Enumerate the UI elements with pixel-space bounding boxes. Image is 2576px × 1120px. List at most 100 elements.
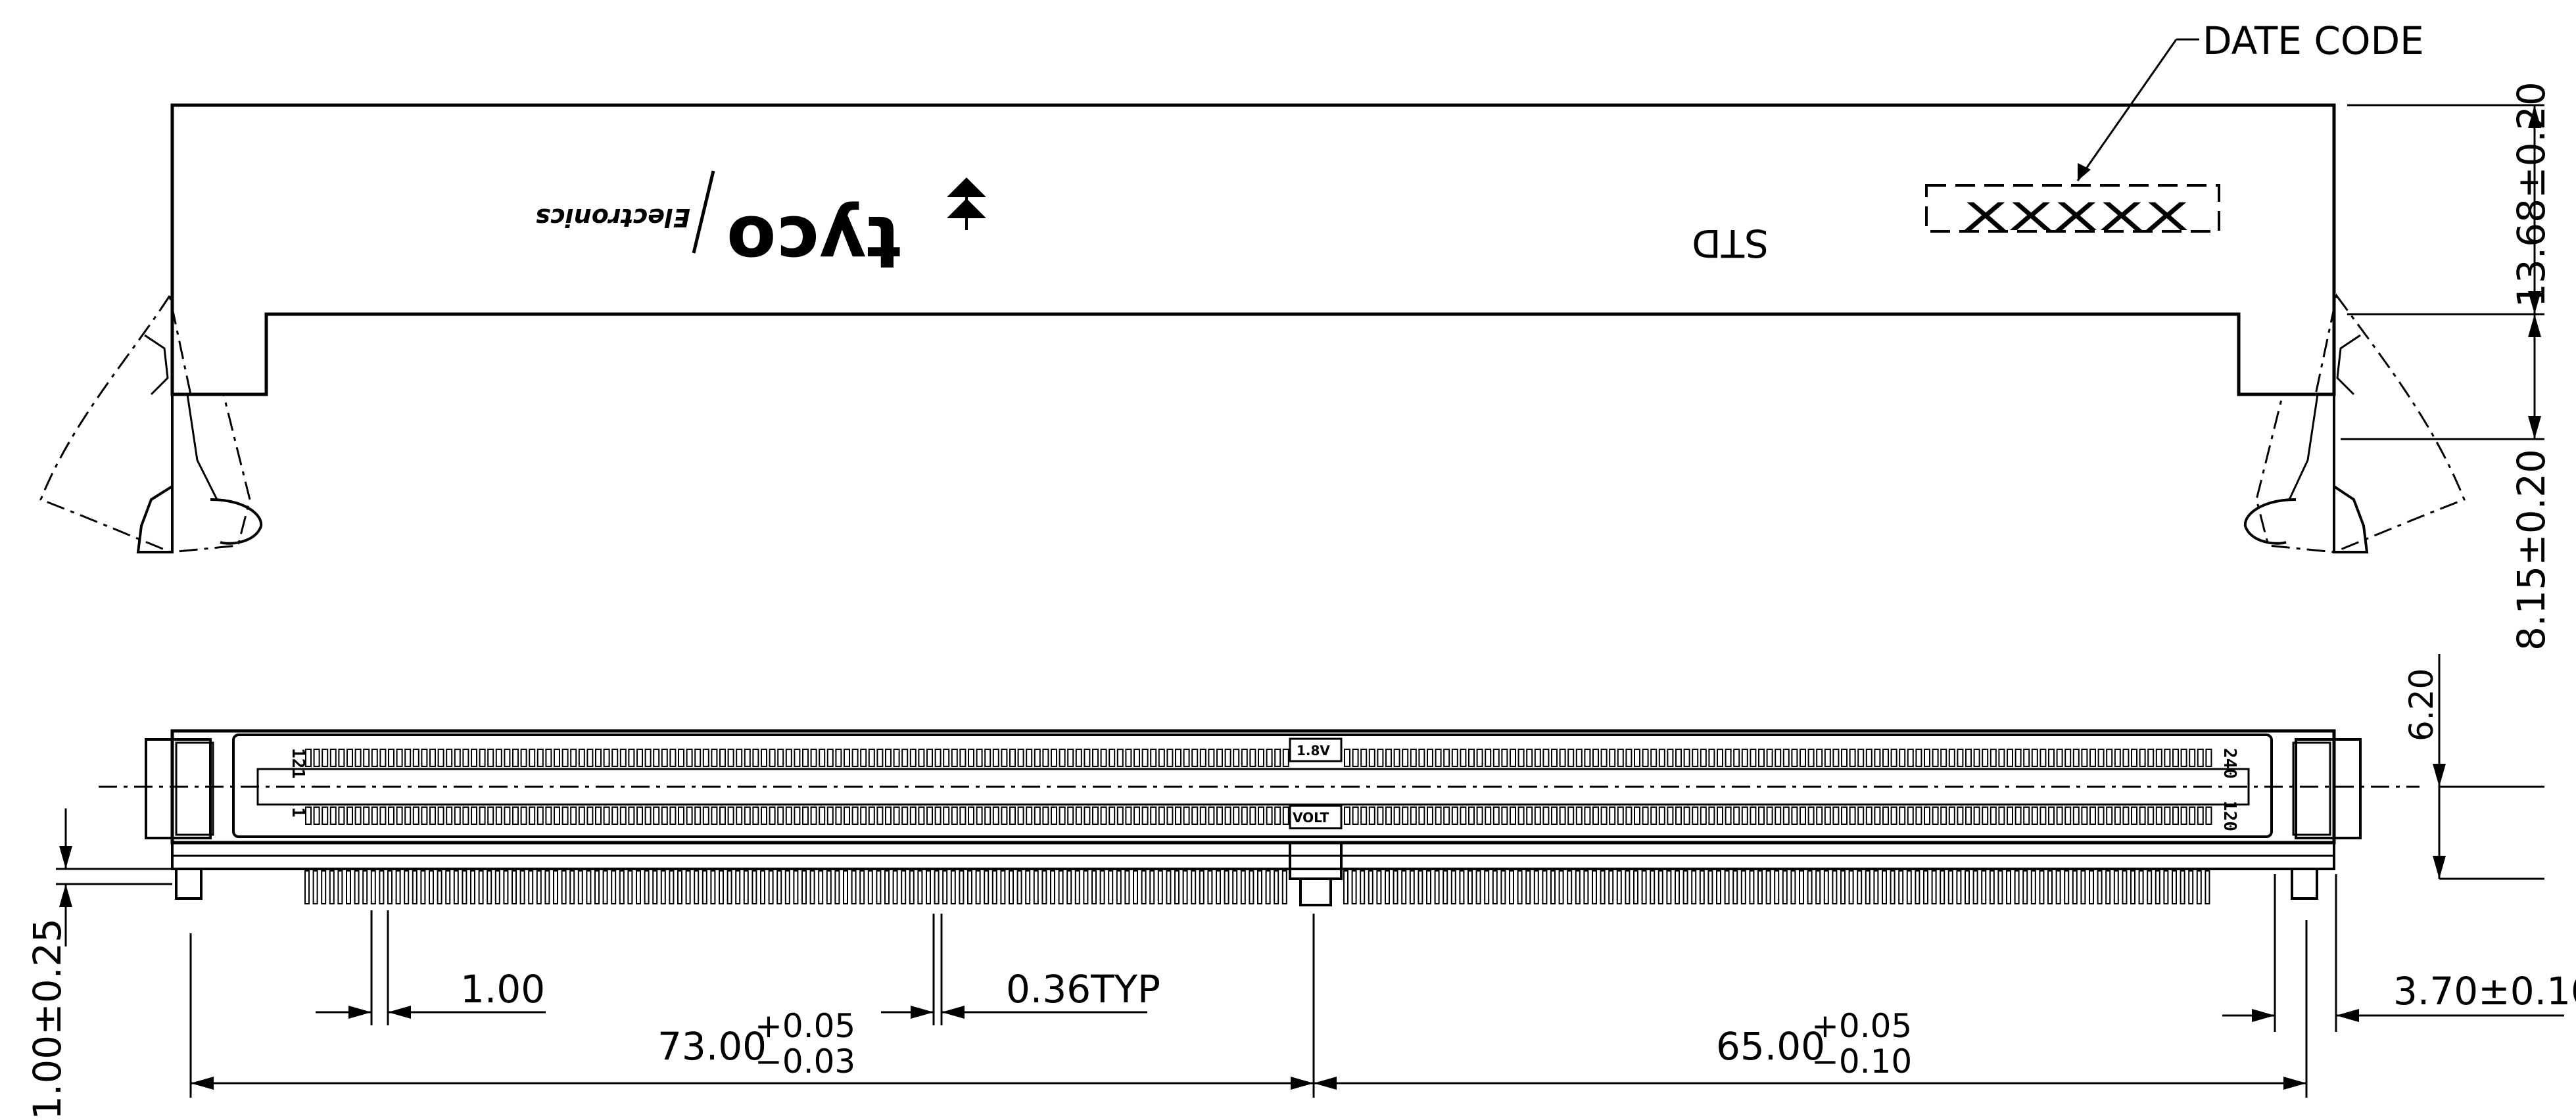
solder-tail	[1906, 870, 1912, 904]
solder-tail	[470, 870, 475, 904]
contact-pin	[802, 749, 809, 767]
contact-pin	[2155, 806, 2162, 825]
dim-right-span-tol-plus: +0.05	[1811, 1007, 1912, 1045]
contact-pin	[1402, 749, 1409, 767]
contact-pin	[2180, 749, 2187, 767]
contact-pin	[611, 806, 619, 825]
dim-pitch: 1.00	[460, 967, 545, 1012]
contact-row-bottom	[305, 806, 2212, 825]
contact-pin	[1059, 749, 1066, 767]
contact-pin	[1216, 806, 1223, 825]
contact-pin	[702, 749, 709, 767]
contact-pin	[1708, 806, 1715, 825]
contact-pin	[1443, 806, 1450, 825]
solder-tail	[1434, 870, 1440, 904]
contact-pin	[2064, 749, 2072, 767]
contact-pin	[2189, 749, 2196, 767]
contact-pin	[2172, 749, 2179, 767]
contact-pin	[1800, 806, 1806, 825]
dim-peg-length: 1.00±0.25	[25, 918, 70, 1120]
contact-pin	[769, 806, 776, 825]
contact-pin	[819, 806, 826, 825]
contact-pin	[1034, 749, 1041, 767]
contact-pin	[554, 806, 560, 825]
contact-pin	[611, 749, 619, 767]
contact-pin	[1360, 749, 1368, 767]
contact-pin	[1191, 749, 1199, 767]
solder-tail	[926, 870, 931, 904]
contact-pin	[876, 806, 884, 825]
contact-pin	[1625, 806, 1633, 825]
contact-pin	[1092, 749, 1099, 767]
solder-tail	[702, 870, 707, 904]
contact-pin	[885, 749, 892, 767]
solder-tail	[2122, 870, 2128, 904]
solder-tail	[2030, 870, 2036, 904]
solder-tail	[528, 870, 534, 904]
contact-pin	[1559, 806, 1566, 825]
contact-pin	[2139, 806, 2146, 825]
contact-pin	[2205, 749, 2212, 767]
solder-tail	[685, 870, 691, 904]
contact-pin	[1658, 806, 1665, 825]
contact-pin	[1282, 749, 1289, 767]
contact-pin	[412, 806, 419, 825]
solder-tail	[1009, 870, 1014, 904]
contact-pin	[1517, 806, 1525, 825]
solder-tail	[2039, 870, 2045, 904]
contact-pin	[1948, 806, 1955, 825]
brand-sub-text: Electronics	[535, 203, 690, 232]
contact-pin	[1517, 749, 1525, 767]
contact-pin	[2072, 806, 2080, 825]
contact-pin	[1485, 806, 1492, 825]
solder-tail	[561, 870, 567, 904]
contact-pin	[868, 749, 875, 767]
solder-tail	[809, 870, 815, 904]
solder-tail	[1732, 870, 1738, 904]
contact-pin	[1915, 806, 1922, 825]
contact-pin	[1393, 749, 1400, 767]
contact-pin	[1816, 806, 1823, 825]
contact-pin	[1141, 806, 1149, 825]
contact-pin	[1017, 806, 1024, 825]
solder-tail	[420, 870, 426, 904]
contact-pin	[322, 806, 329, 825]
contact-pin	[1116, 749, 1124, 767]
contact-pin	[354, 806, 362, 825]
contact-pin	[909, 806, 917, 825]
solder-tail	[2188, 870, 2194, 904]
contact-pin	[1982, 806, 1989, 825]
contact-pin	[1832, 806, 1840, 825]
contact-pin	[1725, 806, 1732, 825]
solder-tail	[1216, 870, 1221, 904]
solder-tail	[1207, 870, 1213, 904]
solder-tail	[1041, 870, 1047, 904]
solder-tail	[379, 870, 385, 904]
solder-tail	[1965, 870, 1970, 904]
contact-pin	[934, 749, 942, 767]
solder-tail	[892, 870, 898, 904]
solder-tail	[1799, 870, 1804, 904]
contact-pin	[1542, 806, 1550, 825]
solder-tail	[1492, 870, 1498, 904]
contact-pin	[1352, 749, 1359, 767]
contact-pin	[529, 806, 536, 825]
contact-pin	[959, 749, 966, 767]
solder-tail	[1525, 870, 1531, 904]
solder-tail	[1757, 870, 1763, 904]
contact-pin	[1274, 806, 1281, 825]
solder-tail	[743, 870, 749, 904]
pin-label-240: 240	[2220, 748, 2239, 779]
contact-pin	[2131, 806, 2137, 825]
contact-pin	[619, 749, 627, 767]
contact-pin	[1418, 806, 1425, 825]
contact-pin	[736, 749, 743, 767]
contact-pin	[578, 749, 585, 767]
solder-tail	[1281, 870, 1287, 904]
contact-pin	[1191, 806, 1199, 825]
solder-tail	[1533, 870, 1539, 904]
solder-tail	[1249, 870, 1254, 904]
contact-pin	[719, 806, 726, 825]
solder-tail	[1517, 870, 1523, 904]
contact-pin	[1233, 806, 1240, 825]
